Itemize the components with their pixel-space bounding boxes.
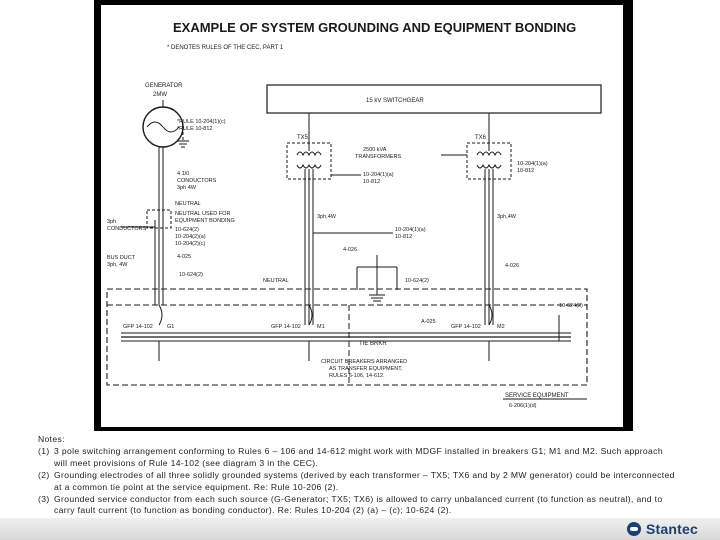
phase-conductors-label-2: CONDUCTORS bbox=[107, 226, 147, 232]
tx5-rule-2: 10-812 bbox=[363, 179, 380, 185]
tx5-label: TX5 bbox=[297, 135, 309, 141]
bus-duct-label-2: 3ph, 4W bbox=[107, 262, 128, 268]
tx6-secondary-coil bbox=[476, 163, 502, 169]
stantec-logo-icon bbox=[627, 522, 642, 536]
breaker-g1 bbox=[158, 304, 163, 326]
breakers-note-2: AS TRANSFER EQUIPMENT, bbox=[329, 366, 403, 372]
tx6-rule-1: 10-204(1)(a) bbox=[517, 161, 548, 167]
breakers-note-3: RULES 6-106, 14-612. bbox=[329, 373, 385, 379]
tx5-primary-coil bbox=[296, 151, 322, 157]
service-equipment-label: SERVICE EQUIPMENT bbox=[505, 393, 569, 399]
note-item: (3) Grounded service conductor from each… bbox=[38, 494, 678, 517]
rule-624-left: 10-624(2) bbox=[179, 272, 203, 278]
diagram-frame: EXAMPLE OF SYSTEM GROUNDING AND EQUIPMEN… bbox=[94, 0, 633, 431]
rule-624-right: 10-624(2) bbox=[559, 303, 583, 309]
gfp-right-label: GFP 14-102 bbox=[451, 324, 481, 330]
stantec-logo-text: Stantec bbox=[646, 521, 698, 537]
note-text: Grounding electrodes of all three solidl… bbox=[54, 470, 675, 492]
generator-rating-label: 2MW bbox=[153, 92, 167, 98]
size-4-026-right: 4-026 bbox=[505, 263, 519, 269]
mid-rule-1: 10-204(1)(a) bbox=[395, 227, 426, 233]
neutral-top-label: NEUTRAL bbox=[175, 201, 201, 207]
note-number: (3) bbox=[38, 494, 50, 505]
size-4-025-left: 4-025 bbox=[177, 254, 191, 260]
phase-conductors-label-1: 3ph bbox=[107, 219, 116, 225]
note-item: (2) Grounding electrodes of all three so… bbox=[38, 470, 678, 493]
size-4-026-mid: 4-026 bbox=[343, 247, 357, 253]
transformers-label-1: 2500 kVA bbox=[363, 147, 387, 153]
notes-heading: Notes: bbox=[38, 434, 65, 444]
note-text: 3 pole switching arrangement conforming … bbox=[54, 446, 663, 468]
g1-label: G1 bbox=[167, 324, 174, 330]
service-rule-label: 6-206(1)(d) bbox=[509, 403, 537, 409]
breaker-m1 bbox=[308, 304, 313, 326]
breaker-m2 bbox=[488, 304, 493, 326]
mid-rule-2: 10-812 bbox=[395, 234, 412, 240]
note-number: (1) bbox=[38, 446, 50, 457]
note-item: (1) 3 pole switching arrangement conform… bbox=[38, 446, 678, 469]
neutral-rule-2: 10-204(2)(a) bbox=[175, 234, 206, 240]
neutral-used-label-1: NEUTRAL USED FOR bbox=[175, 211, 230, 217]
diagram-subtitle: * DENOTES RULES OF THE CEC, PART 1 bbox=[167, 45, 284, 51]
neutral-used-label-2: EQUIPMENT BONDING bbox=[175, 218, 235, 224]
diagram-title: EXAMPLE OF SYSTEM GROUNDING AND EQUIPMEN… bbox=[173, 20, 576, 35]
m2-label: M2 bbox=[497, 324, 505, 330]
bus-duct-label-1: BUS DUCT bbox=[107, 255, 136, 261]
gen-rule-2: *RULE 10-812 bbox=[177, 126, 212, 132]
conductors-label-2: CONDUCTORS bbox=[177, 178, 217, 184]
breakers-note-1: CIRCUIT BREAKERS ARRANGED bbox=[321, 359, 407, 365]
service-equipment-enclosure bbox=[106, 288, 588, 386]
rule-624-mid: 10-624(2) bbox=[405, 278, 429, 284]
tie-brkr-label: TIE BRKR bbox=[359, 341, 387, 347]
tx5-rule-1: 10-204(1)(a) bbox=[363, 172, 394, 178]
tx6-rule-2: 10-812 bbox=[517, 168, 534, 174]
conductors-label-3: 3ph 4W bbox=[177, 185, 197, 191]
transformers-label-2: TRANSFORMERS bbox=[355, 154, 401, 160]
m1-label: M1 bbox=[317, 324, 325, 330]
neutral-rule-3: 10-204(2)(c) bbox=[175, 241, 205, 247]
note-text: Grounded service conductor from each suc… bbox=[54, 494, 663, 516]
gfp-mid-label: GFP 14-102 bbox=[271, 324, 301, 330]
ph4w-left-label: 3ph,4W bbox=[317, 214, 337, 220]
ph4w-right-label: 3ph,4W bbox=[497, 214, 517, 220]
left-margin bbox=[0, 0, 94, 431]
tx6-label: TX6 bbox=[475, 135, 487, 141]
tx5-secondary-coil bbox=[296, 163, 322, 169]
neutral-rule-1: 10-624(2) bbox=[175, 227, 199, 233]
generator-label: GENERATOR bbox=[145, 83, 183, 89]
neutral-mid-label: NEUTRAL bbox=[263, 278, 289, 284]
footer-bar bbox=[0, 518, 720, 540]
gfp-left-label: GFP 14-102 bbox=[123, 324, 153, 330]
gen-rule-1: *RULE 10-204(1)(c) bbox=[177, 119, 226, 125]
switchgear-label: 15 kV SWITCHGEAR bbox=[366, 98, 424, 104]
stantec-logo: Stantec bbox=[627, 520, 698, 538]
tx6-primary-coil bbox=[476, 151, 502, 157]
notes-section: Notes: (1) 3 pole switching arrangement … bbox=[38, 434, 678, 518]
grounding-diagram: EXAMPLE OF SYSTEM GROUNDING AND EQUIPMEN… bbox=[101, 5, 623, 427]
size-a-025-label: A-025 bbox=[421, 319, 436, 325]
note-number: (2) bbox=[38, 470, 50, 481]
conductors-label-1: 4 1/0 bbox=[177, 171, 189, 177]
switchgear-box bbox=[266, 84, 602, 114]
